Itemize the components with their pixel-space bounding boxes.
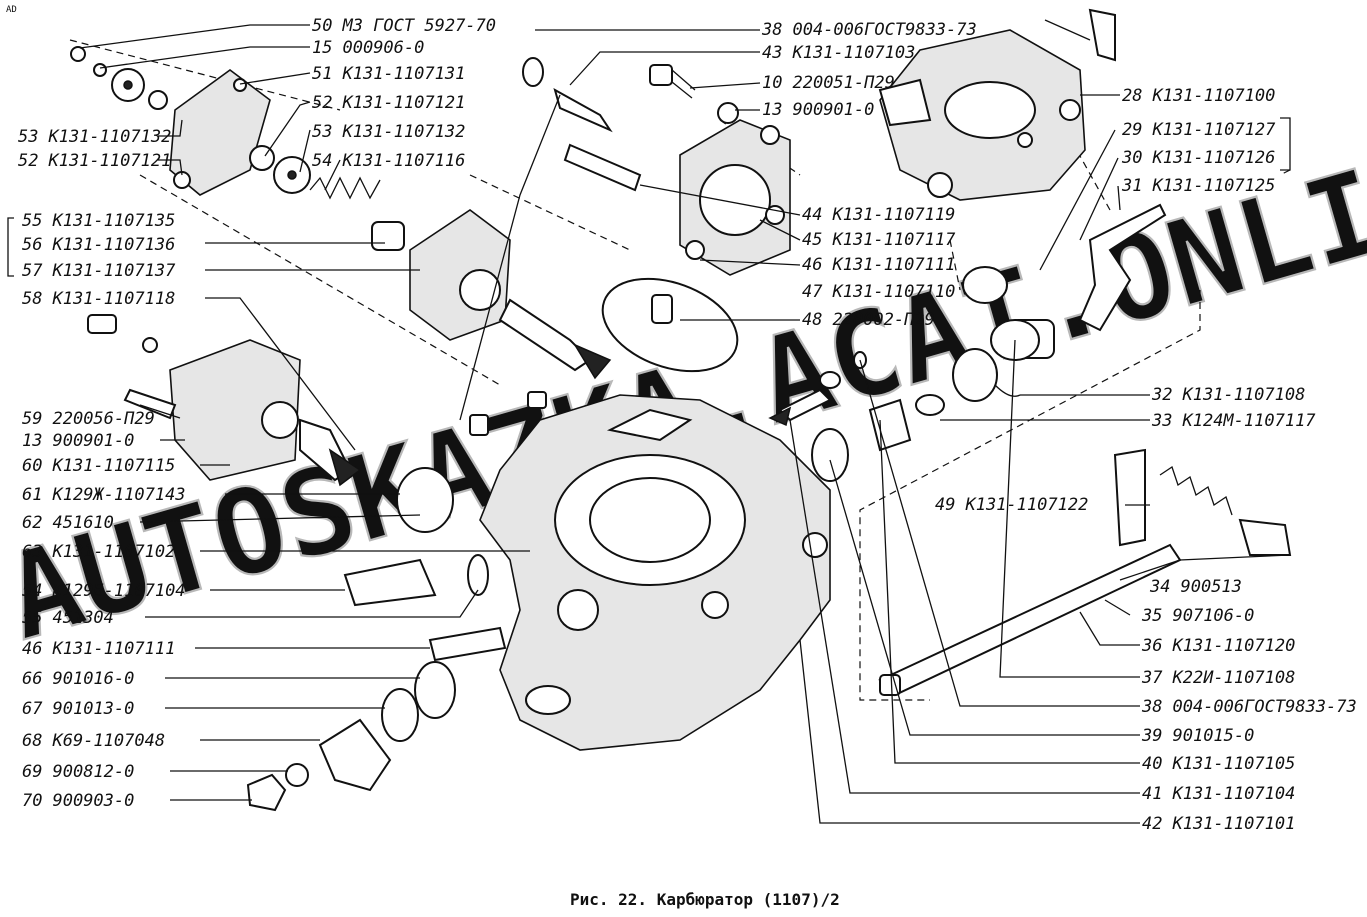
figure-caption: Рис. 22. Карбюратор (1107)/2	[570, 890, 840, 909]
pump-cover	[522, 57, 791, 276]
corner-mark: AD	[6, 5, 17, 15]
throttle-body	[479, 394, 831, 751]
needle-valve	[768, 351, 912, 482]
parts	[70, 8, 1292, 812]
fittings-left	[246, 391, 547, 812]
throttle-valve-disc	[601, 277, 739, 373]
bracket-55-57	[7, 217, 14, 277]
carburetor-float-chamber	[878, 8, 1116, 201]
throttle-shaft	[878, 319, 1292, 697]
accelerator-pump-body	[409, 209, 612, 380]
leader-lines	[79, 24, 1291, 824]
diaphragm-cover	[70, 46, 311, 196]
economizer-body	[87, 314, 362, 487]
screw-10	[649, 64, 739, 124]
spring	[309, 176, 405, 251]
